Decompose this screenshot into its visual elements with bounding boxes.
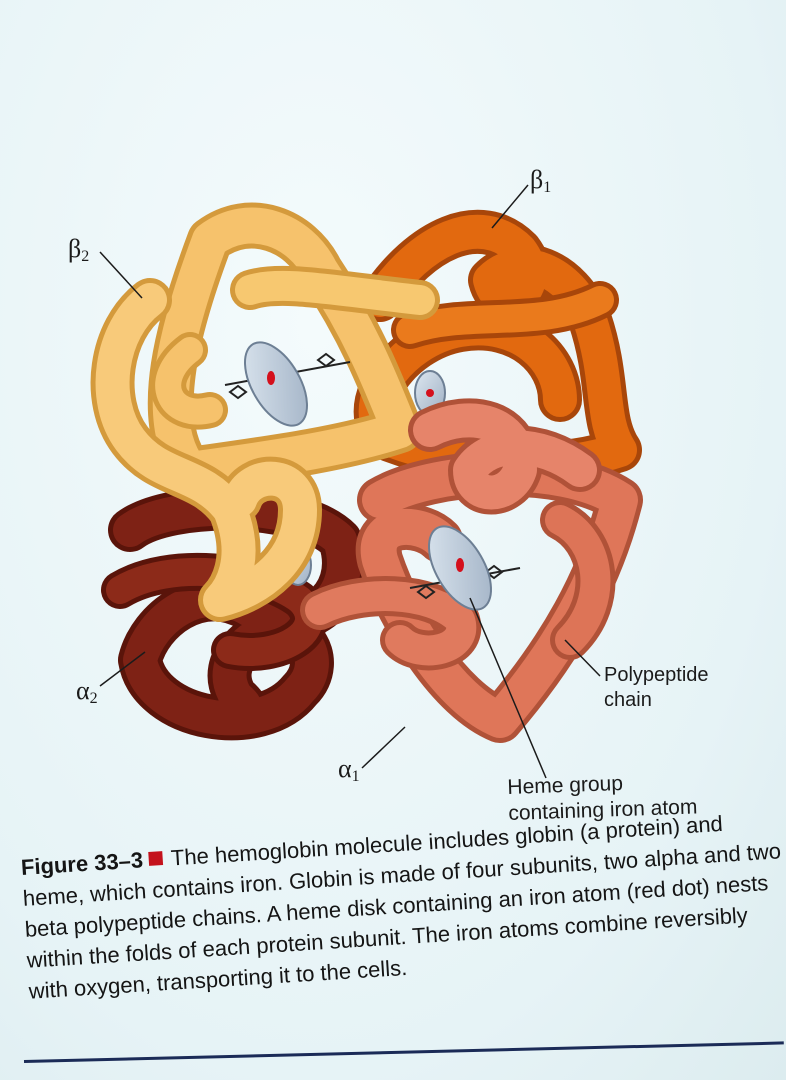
beta1-label: β1	[530, 165, 551, 197]
iron-atom-alpha1	[456, 558, 464, 572]
polypeptide-label-line2: chain	[604, 688, 709, 713]
iron-atom-beta2	[267, 371, 275, 385]
iron-atom-beta1	[426, 389, 434, 397]
alpha1-label: α1	[338, 754, 360, 786]
figure-number: Figure 33–3	[20, 847, 144, 880]
polypeptide-chain-label: Polypeptide chain	[604, 663, 709, 713]
leader-beta2	[100, 252, 142, 298]
polypeptide-label-line1: Polypeptide	[604, 663, 709, 688]
beta2-label: β2	[68, 234, 89, 266]
heme-group-beta2	[225, 332, 350, 436]
alpha2-label: α2	[76, 676, 98, 708]
caption-marker-square	[149, 851, 164, 866]
leader-alpha1	[362, 727, 405, 768]
